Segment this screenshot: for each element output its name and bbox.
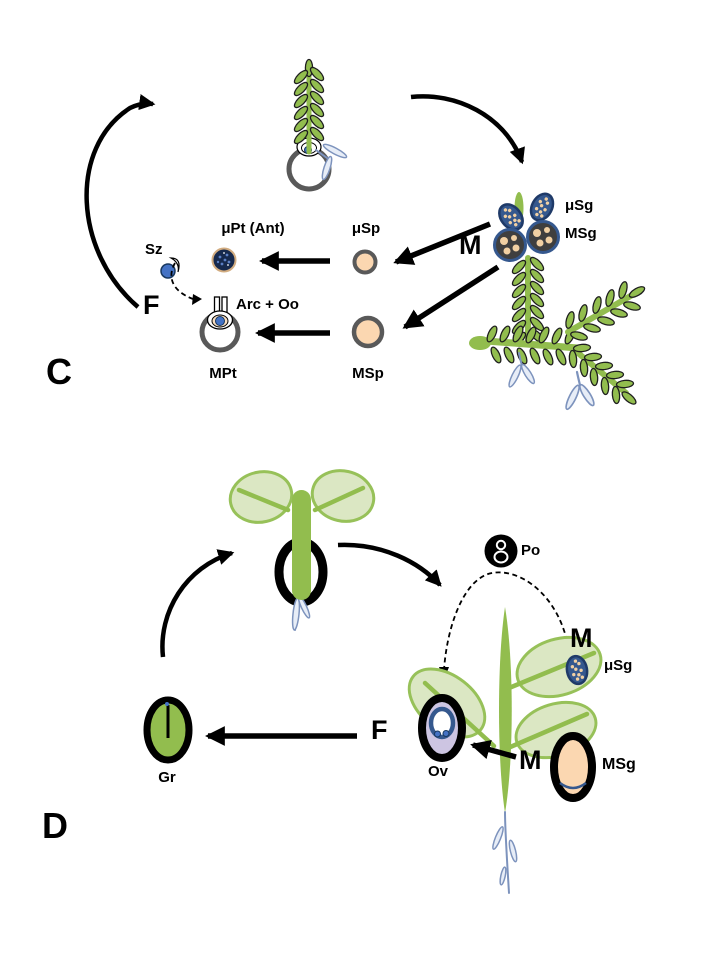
cycle-arrow-right-c [410,94,525,165]
panel-d-diagram [143,469,603,894]
label-spermatozoid: Sz [145,241,163,258]
label-fertilization-c: F [143,290,160,320]
spermatozoid-icon [160,257,180,279]
label-megasporangium-d: MSg [602,756,636,773]
label-ovule: Ov [427,763,448,780]
germinating-seed-icon [143,696,193,764]
panel-d-letter: D [42,805,68,846]
megasporangium-icon-c [493,228,527,262]
label-megaspore: MSp [352,365,384,382]
label-megasporangium-c: MSg [565,225,597,242]
cycle-arrow-right-d [337,542,442,587]
label-megaprothallium: MPt [209,365,237,382]
label-meiosis-micro-d: M [570,623,593,653]
megaspore-icon [351,315,385,349]
cycle-arrow-left-d [160,549,235,658]
meiosis-arrow-to-megaspore [402,264,500,330]
microspore-icon [352,249,378,275]
fertilization-dashed-arrow-c [170,262,194,300]
dashed-arrowhead-c [192,294,202,305]
label-fertilization-d: F [371,715,388,745]
label-archegonium-oosphere: Arc + Oo [236,296,299,313]
plant-stem [499,607,512,813]
label-microsporangium-d: μSg [604,657,633,674]
label-microprothallium: μPt (Ant) [221,220,285,237]
label-meiosis-c: M [459,230,482,260]
cycle-arrow-left-c [84,94,156,309]
megasporangium-icon-d [550,732,596,802]
meiosis-arrow-to-microspore [393,221,492,265]
panel-c-diagram [84,58,647,412]
label-germination: Gr [158,769,176,786]
meiosis-arrow-to-ovule [470,739,517,760]
label-meiosis-mega-d: M [519,745,542,775]
panel-c-letter: C [46,351,72,392]
label-microspore: μSp [351,220,381,237]
megaprothallium-icon [199,296,241,353]
pollen-icon [484,534,518,568]
label-pollen: Po [521,542,541,559]
microprothallium-icon [211,247,237,273]
selaginella-plant-illustration [469,188,647,412]
young-sporophyte-illustration [286,58,348,192]
ovule-icon [418,694,466,762]
label-microsporangium-c: μSg [565,197,594,214]
seedling-illustration [228,469,376,631]
